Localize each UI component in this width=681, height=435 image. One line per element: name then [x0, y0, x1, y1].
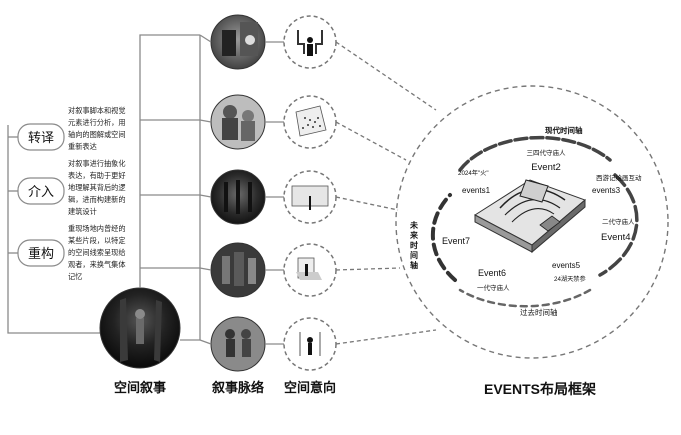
context-photo-3 [210, 169, 266, 225]
space-intent-title: 空间意向 [284, 380, 336, 396]
context-photo-1 [210, 14, 266, 70]
desc-line: 地理解其背后的逻 [68, 183, 126, 192]
event4-label: Event4 [601, 232, 631, 243]
events-connectors [335, 41, 437, 345]
future-axis-char: 未 [409, 220, 418, 230]
method-reconstruct-desc: 重现场地内曾经的 某些片段，以特定 的空间线索呈现给 观者，来换气集体 记忆 [68, 224, 126, 281]
method-intervene-desc: 对叙事进行抽象化 表达，有助于更好 地理解其背后的逻 辑，进而构建新的 建筑设计 [68, 159, 126, 216]
west-link-label: 西游记绘画互动 [596, 173, 642, 182]
year-2024-label: 2024年"火" [458, 169, 489, 177]
building-model [474, 179, 586, 254]
method-translate-desc: 对叙事脚本和视觉 元素进行分析，用 轴向的图解或空间 重新表达 [68, 106, 126, 151]
narrative-tree-lines [139, 34, 201, 341]
intent-diagram-5 [283, 317, 337, 371]
context-intent-lines [265, 41, 284, 345]
events-framework-title: EVENTS布局框架 [484, 381, 596, 397]
gen3-label: 三四代守庙人 [527, 148, 567, 157]
desc-line: 的空间线索呈现给 [68, 248, 126, 257]
context-photo-2 [210, 94, 266, 150]
method-intervene-label: 介入 [28, 185, 54, 200]
time-axis-arcs [430, 135, 639, 308]
desc-line: 对叙事进行抽象化 [68, 159, 126, 168]
desc-line: 建筑设计 [68, 207, 97, 216]
left-tree-lines [7, 125, 102, 334]
future-axis-char: 时 [410, 240, 418, 250]
events-labels: 现代时间轴 三四代守庙人 Event2 2024年"火" events1 西游记… [442, 125, 642, 317]
narrative-context-title: 叙事脉络 [212, 380, 264, 396]
future-axis-char: 轴 [410, 260, 418, 270]
future-axis-char: 来 [409, 230, 419, 240]
method-reconstruct-label: 重构 [28, 246, 54, 262]
desc-line: 某些片段，以特定 [68, 236, 126, 245]
desc-line: 元素进行分析，用 [68, 118, 126, 127]
hours24-label: 24湖天禁参 [554, 275, 586, 283]
desc-line: 表达，有助于更好 [68, 171, 126, 180]
space-narrative-title: 空间叙事 [114, 380, 166, 396]
event6-label: Event6 [478, 268, 506, 278]
event2-label: Event2 [531, 162, 561, 173]
desc-line: 对叙事脚本和视觉 [68, 106, 126, 115]
intent-diagram-1 [283, 15, 337, 69]
event1-label: events1 [462, 186, 491, 195]
modern-axis-label: 现代时间轴 [545, 125, 583, 135]
past-axis-label: 过去时间轴 [520, 307, 558, 317]
events-outer-ring [395, 85, 669, 359]
desc-line: 轴向的图解或空间 [68, 130, 126, 139]
method-reconstruct: 重构 [17, 239, 65, 267]
intent-diagram-3 [283, 170, 337, 224]
method-translate-label: 转译 [28, 131, 54, 146]
desc-line: 记忆 [68, 272, 82, 281]
context-photo-4 [210, 242, 266, 298]
desc-line: 观者，来换气集体 [68, 260, 126, 269]
gen2-label: 二代守庙人 [602, 217, 635, 226]
space-narrative-image [99, 287, 181, 369]
event5-label: events5 [552, 261, 581, 270]
method-intervene: 介入 [17, 177, 65, 205]
event3-label: events3 [592, 186, 621, 195]
method-translate: 转译 [17, 123, 65, 151]
future-axis-char: 间 [410, 250, 418, 260]
intent-diagram-4 [283, 243, 337, 297]
gen1-label: 一代守庙人 [477, 283, 510, 292]
context-photo-5 [210, 316, 266, 372]
event7-label: Event7 [442, 236, 470, 246]
intent-diagram-2 [283, 95, 337, 149]
desc-line: 重现场地内曾经的 [68, 224, 126, 233]
desc-line: 重新表达 [68, 142, 97, 151]
desc-line: 辑，进而构建新的 [68, 195, 126, 204]
